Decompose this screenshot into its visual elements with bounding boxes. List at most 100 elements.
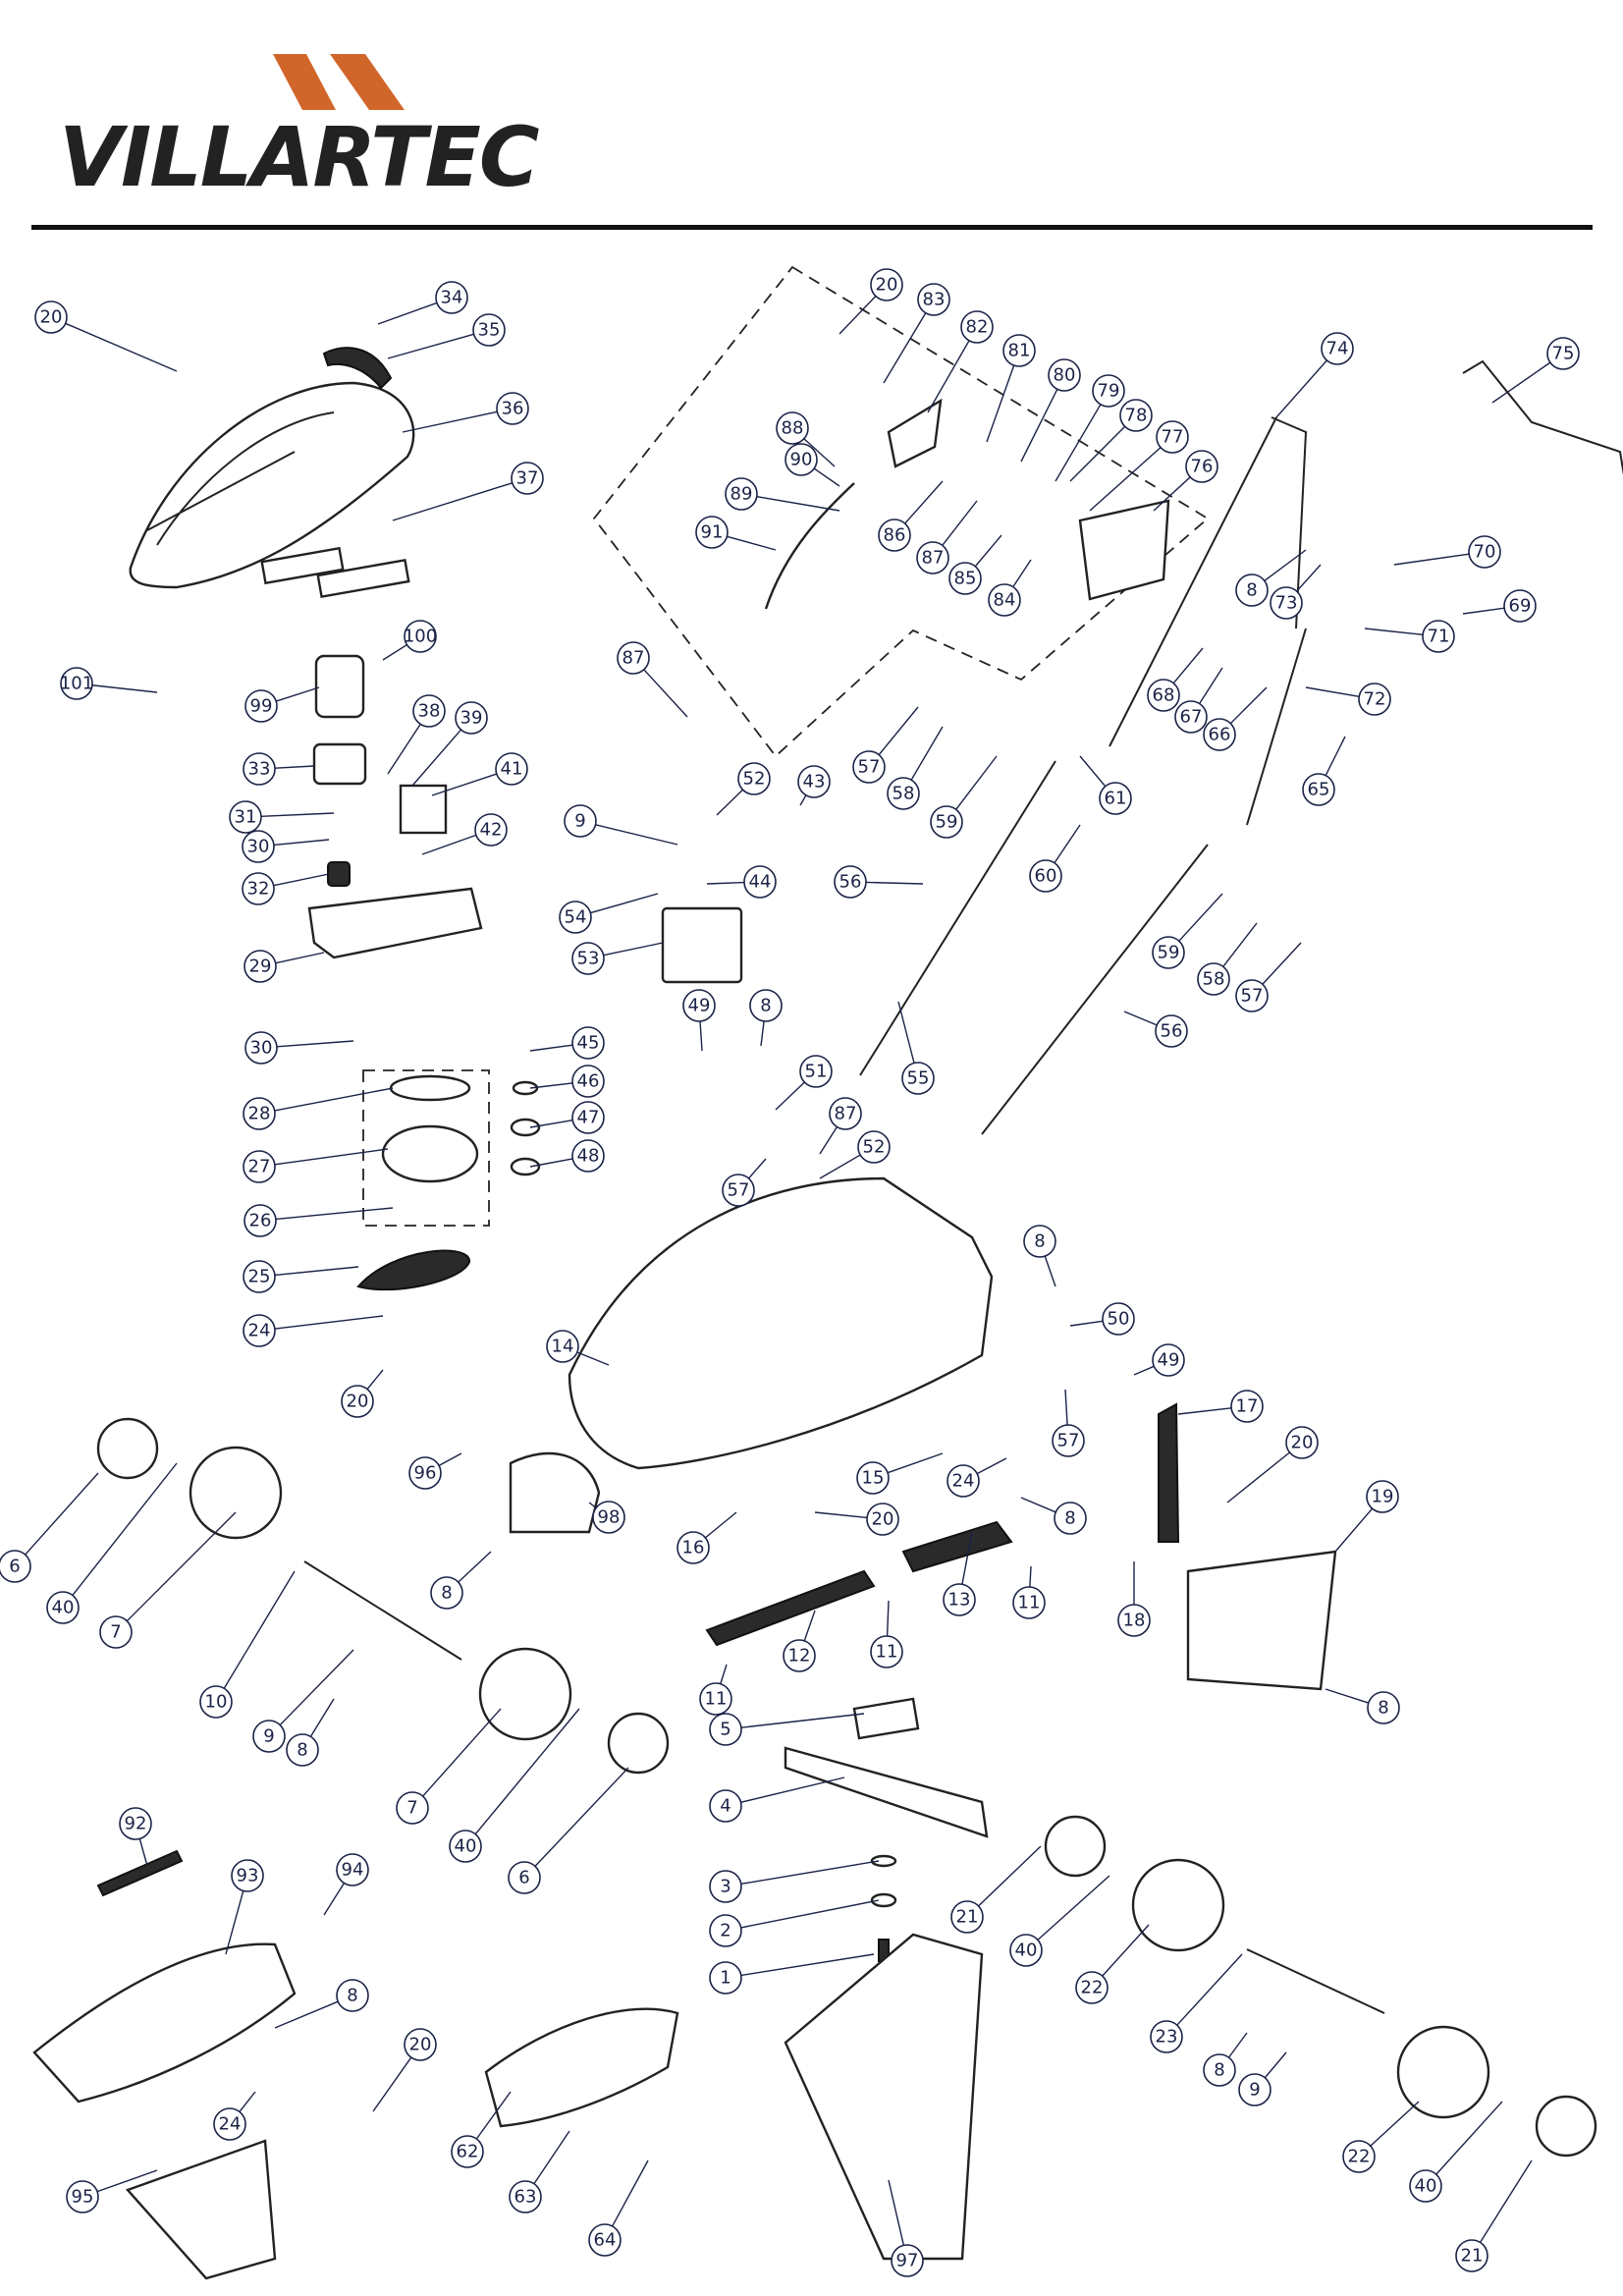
callout-75: 75 (1491, 337, 1580, 404)
callout-circle (412, 694, 446, 728)
callout-21: 21 (950, 1845, 1042, 1934)
callout-circle (870, 268, 903, 301)
callout-number: 57 (1057, 1431, 1080, 1451)
callout-leader (1089, 447, 1162, 512)
callout-circle (199, 1685, 233, 1719)
callout-number: 8 (297, 1740, 307, 1761)
callout-circle (709, 1789, 742, 1823)
callout-number: 41 (501, 759, 523, 780)
callout-leader (239, 2091, 256, 2112)
callout-leader (274, 1148, 389, 1166)
callout-69: 69 (1462, 589, 1537, 623)
callout-leader (612, 2159, 649, 2227)
callout-circle (496, 392, 529, 425)
callout-leader (603, 942, 664, 957)
callout-circle (917, 283, 950, 316)
callout-66: 66 (1203, 686, 1268, 751)
callout-number: 95 (72, 2187, 94, 2208)
callout-number: 20 (40, 307, 63, 328)
callout-leader (716, 789, 744, 816)
callout-leader (883, 312, 927, 384)
callout-circle (709, 1870, 742, 1903)
callout-number: 20 (409, 2035, 432, 2055)
callout-circle (546, 1330, 579, 1363)
callout-number: 42 (480, 820, 503, 841)
callout-24: 24 (947, 1457, 1007, 1498)
callout-circle (243, 950, 277, 983)
callout-leader (1275, 359, 1327, 418)
callout-leader (740, 1713, 865, 1728)
callout-57: 57 (722, 1158, 767, 1207)
callout-number: 16 (682, 1538, 705, 1558)
callout-8: 8 (1325, 1688, 1400, 1724)
callout-circle (336, 1853, 369, 1886)
callout-circle (231, 1859, 264, 1892)
front-right-wheel (1131, 1858, 1225, 1952)
callout-leader (1479, 2159, 1533, 2243)
callout-38: 38 (387, 694, 446, 775)
callout-number: 56 (1161, 1021, 1183, 1042)
rear-right-wheel (1396, 2025, 1490, 2119)
callout-circle (511, 462, 544, 495)
lower-handle-left (859, 760, 1056, 1076)
callout-leader (274, 1266, 359, 1277)
callout-leader (839, 296, 877, 335)
callout-circle (242, 872, 275, 905)
callout-34: 34 (377, 281, 468, 325)
callout-leader (431, 773, 498, 796)
callout-circle (725, 477, 758, 511)
callout-circle (571, 1065, 605, 1098)
callout-40: 40 (449, 1708, 580, 1863)
callout-49: 49 (682, 989, 716, 1052)
callout-number: 15 (862, 1468, 885, 1489)
callout-9: 9 (1238, 2051, 1287, 2106)
callout-leader (819, 1154, 861, 1179)
callout-circle (244, 689, 278, 723)
callout-circle (682, 989, 716, 1022)
callout-circle (743, 865, 777, 899)
callout-13: 13 (943, 1531, 976, 1616)
callout-circle (1119, 399, 1153, 432)
callout-circle (1342, 2140, 1376, 2173)
callout-number: 49 (1158, 1350, 1180, 1371)
callout-leader (276, 1040, 354, 1048)
callout-circle (495, 752, 528, 786)
motor-base (312, 742, 367, 786)
callout-leader (1178, 893, 1223, 942)
callout-leader (276, 686, 320, 702)
callout-number: 33 (248, 759, 271, 780)
callout-60: 60 (1029, 824, 1081, 893)
callout-circle (1009, 1934, 1043, 1967)
callout-leader (260, 812, 335, 817)
callout-50: 50 (1069, 1302, 1135, 1336)
callout-leader (974, 534, 1002, 568)
callout-leader (279, 1649, 354, 1726)
height-adjuster-right (901, 1520, 1013, 1573)
callout-circle (286, 1733, 319, 1767)
callout-number: 48 (577, 1146, 600, 1167)
callout-circle (66, 2180, 99, 2214)
callout-number: 40 (52, 1598, 75, 1618)
callout-number: 13 (948, 1590, 971, 1611)
callout-circle (451, 2135, 484, 2168)
callout-73: 73 (1270, 564, 1322, 620)
callout-leader (1044, 1255, 1056, 1287)
callout-leader (1069, 1320, 1104, 1327)
callout-80: 80 (1020, 358, 1081, 463)
callout-52: 52 (819, 1130, 891, 1179)
callout-circle (571, 1026, 605, 1060)
callout-number: 38 (418, 701, 441, 722)
callout-circle (988, 583, 1021, 617)
callout-leader (1435, 2101, 1503, 2175)
callout-32: 32 (242, 872, 330, 905)
callout-8: 8 (749, 989, 783, 1047)
callout-47: 47 (529, 1101, 605, 1134)
callout-2: 2 (709, 1899, 880, 1947)
pulley (381, 1124, 479, 1183)
callout-leader (274, 765, 315, 769)
callout-circle (1156, 420, 1189, 454)
motor-housing (307, 887, 483, 959)
callout-circle (1321, 332, 1354, 365)
callout-77: 77 (1089, 420, 1189, 512)
callout-leader (1153, 476, 1191, 512)
